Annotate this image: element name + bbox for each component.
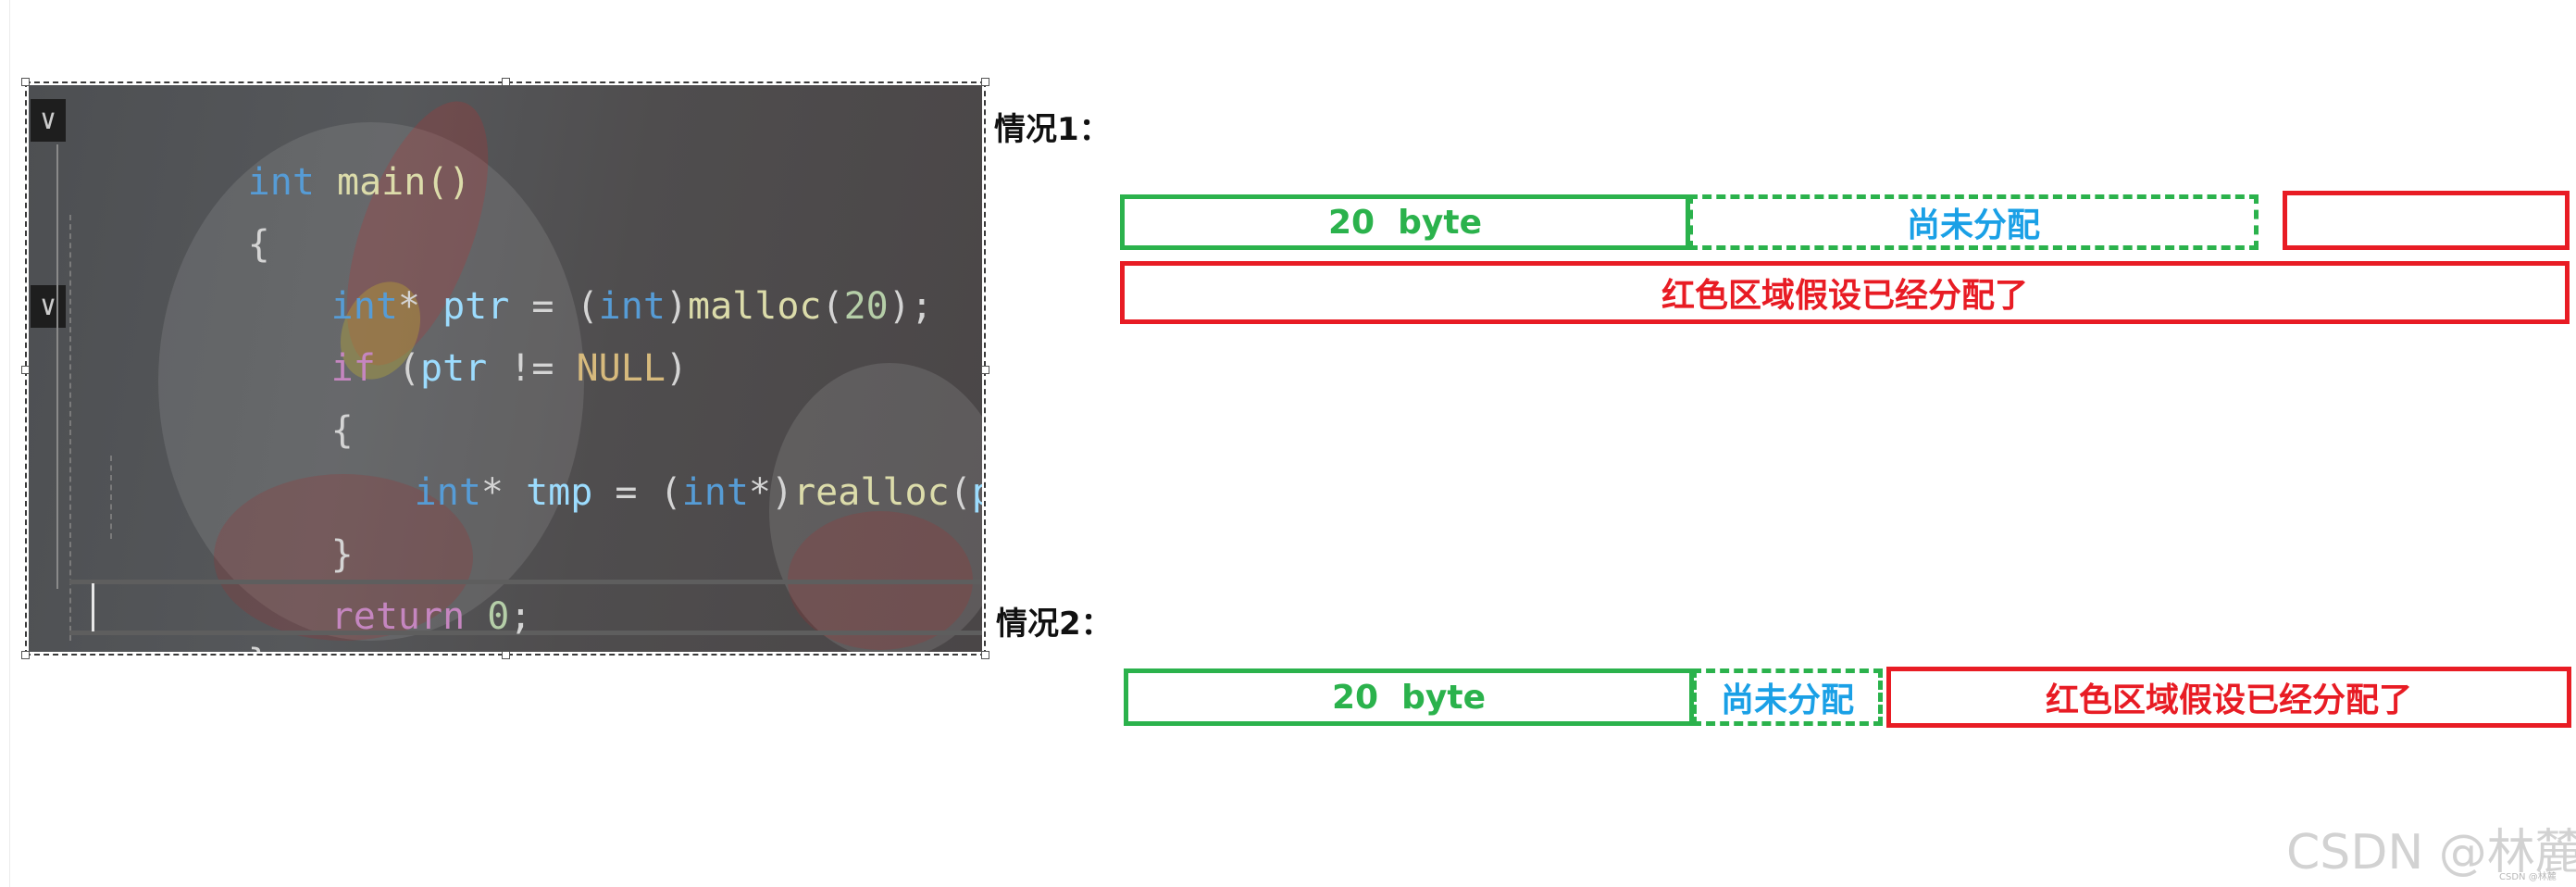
code-line-1: int main() bbox=[69, 99, 470, 155]
resize-handle-bottom-left[interactable] bbox=[21, 651, 30, 659]
code-line-2: { bbox=[69, 161, 270, 217]
code-token: realloc bbox=[793, 471, 950, 514]
code-line-5: { bbox=[153, 347, 354, 403]
code-token: int bbox=[415, 471, 481, 514]
code-token: ; bbox=[509, 595, 531, 638]
code-token: ( bbox=[950, 471, 972, 514]
code-token: ptr bbox=[420, 347, 487, 390]
csdn-watermark-small: CSDN @林麓 bbox=[2499, 868, 2557, 882]
resize-handle-middle-right[interactable] bbox=[981, 366, 989, 374]
code-token: ) bbox=[666, 347, 688, 390]
code-line-7: } bbox=[153, 471, 354, 527]
code-editor: ∨ ∨ int main() { int* ptr = (int)malloc(… bbox=[29, 85, 982, 652]
code-token: * bbox=[481, 471, 526, 514]
case-2-allocated-block: 20 byte bbox=[1124, 668, 1694, 726]
code-line-3: int* ptr = (int)malloc(20); bbox=[153, 223, 933, 279]
case-2-red-block: 红色区域假设已经分配了 bbox=[1886, 667, 2571, 728]
code-background: ∨ ∨ int main() { int* ptr = (int)malloc(… bbox=[29, 85, 982, 652]
code-token: return bbox=[331, 595, 466, 638]
code-token: tmp bbox=[526, 471, 592, 514]
text-caret bbox=[92, 583, 94, 631]
code-screenshot[interactable]: ∨ ∨ int main() { int* ptr = (int)malloc(… bbox=[25, 81, 986, 656]
case-1-red-bar: 红色区域假设已经分配了 bbox=[1120, 261, 2570, 324]
code-token: } bbox=[248, 642, 270, 652]
code-token: main() bbox=[315, 161, 471, 204]
resize-handle-top-left[interactable] bbox=[21, 78, 30, 86]
code-line-4: if (ptr != NULL) bbox=[153, 285, 688, 341]
code-token: NULL bbox=[577, 347, 666, 390]
fold-chevron-icon[interactable]: ∨ bbox=[31, 285, 66, 328]
resize-handle-top-right[interactable] bbox=[981, 78, 989, 86]
indent-guide bbox=[110, 456, 112, 539]
case-1-allocated-block: 20 byte bbox=[1120, 194, 1690, 250]
resize-handle-bottom-right[interactable] bbox=[981, 651, 989, 659]
code-token: ( bbox=[376, 347, 420, 390]
indent-guide bbox=[56, 144, 58, 589]
code-token: ptr bbox=[972, 471, 982, 514]
code-token: ( bbox=[822, 285, 844, 328]
resize-handle-top-center[interactable] bbox=[502, 78, 510, 86]
code-line-9: } bbox=[69, 580, 270, 635]
code-token: int bbox=[682, 471, 749, 514]
code-token: 20 bbox=[844, 285, 889, 328]
case-1-label: 情况1： bbox=[994, 104, 1111, 149]
code-token: = ( bbox=[592, 471, 681, 514]
fold-chevron-icon[interactable]: ∨ bbox=[31, 99, 66, 142]
code-token: *) bbox=[749, 471, 793, 514]
code-token: 0 bbox=[487, 595, 509, 638]
code-token: != bbox=[487, 347, 576, 390]
case-2-unallocated-block: 尚未分配 bbox=[1692, 668, 1883, 726]
case-1-red-block bbox=[2283, 191, 2570, 250]
case-1-unallocated-block: 尚未分配 bbox=[1688, 194, 2259, 250]
code-token: ); bbox=[889, 285, 933, 328]
resize-handle-middle-left[interactable] bbox=[21, 366, 30, 374]
code-line-6: int* tmp = (int*)realloc(ptr, 40); bbox=[236, 409, 982, 465]
page-left-rule bbox=[9, 0, 10, 887]
code-token: malloc bbox=[688, 285, 822, 328]
resize-handle-bottom-center[interactable] bbox=[502, 651, 510, 659]
case-2-label: 情况2： bbox=[996, 598, 1113, 643]
code-token bbox=[465, 595, 487, 638]
